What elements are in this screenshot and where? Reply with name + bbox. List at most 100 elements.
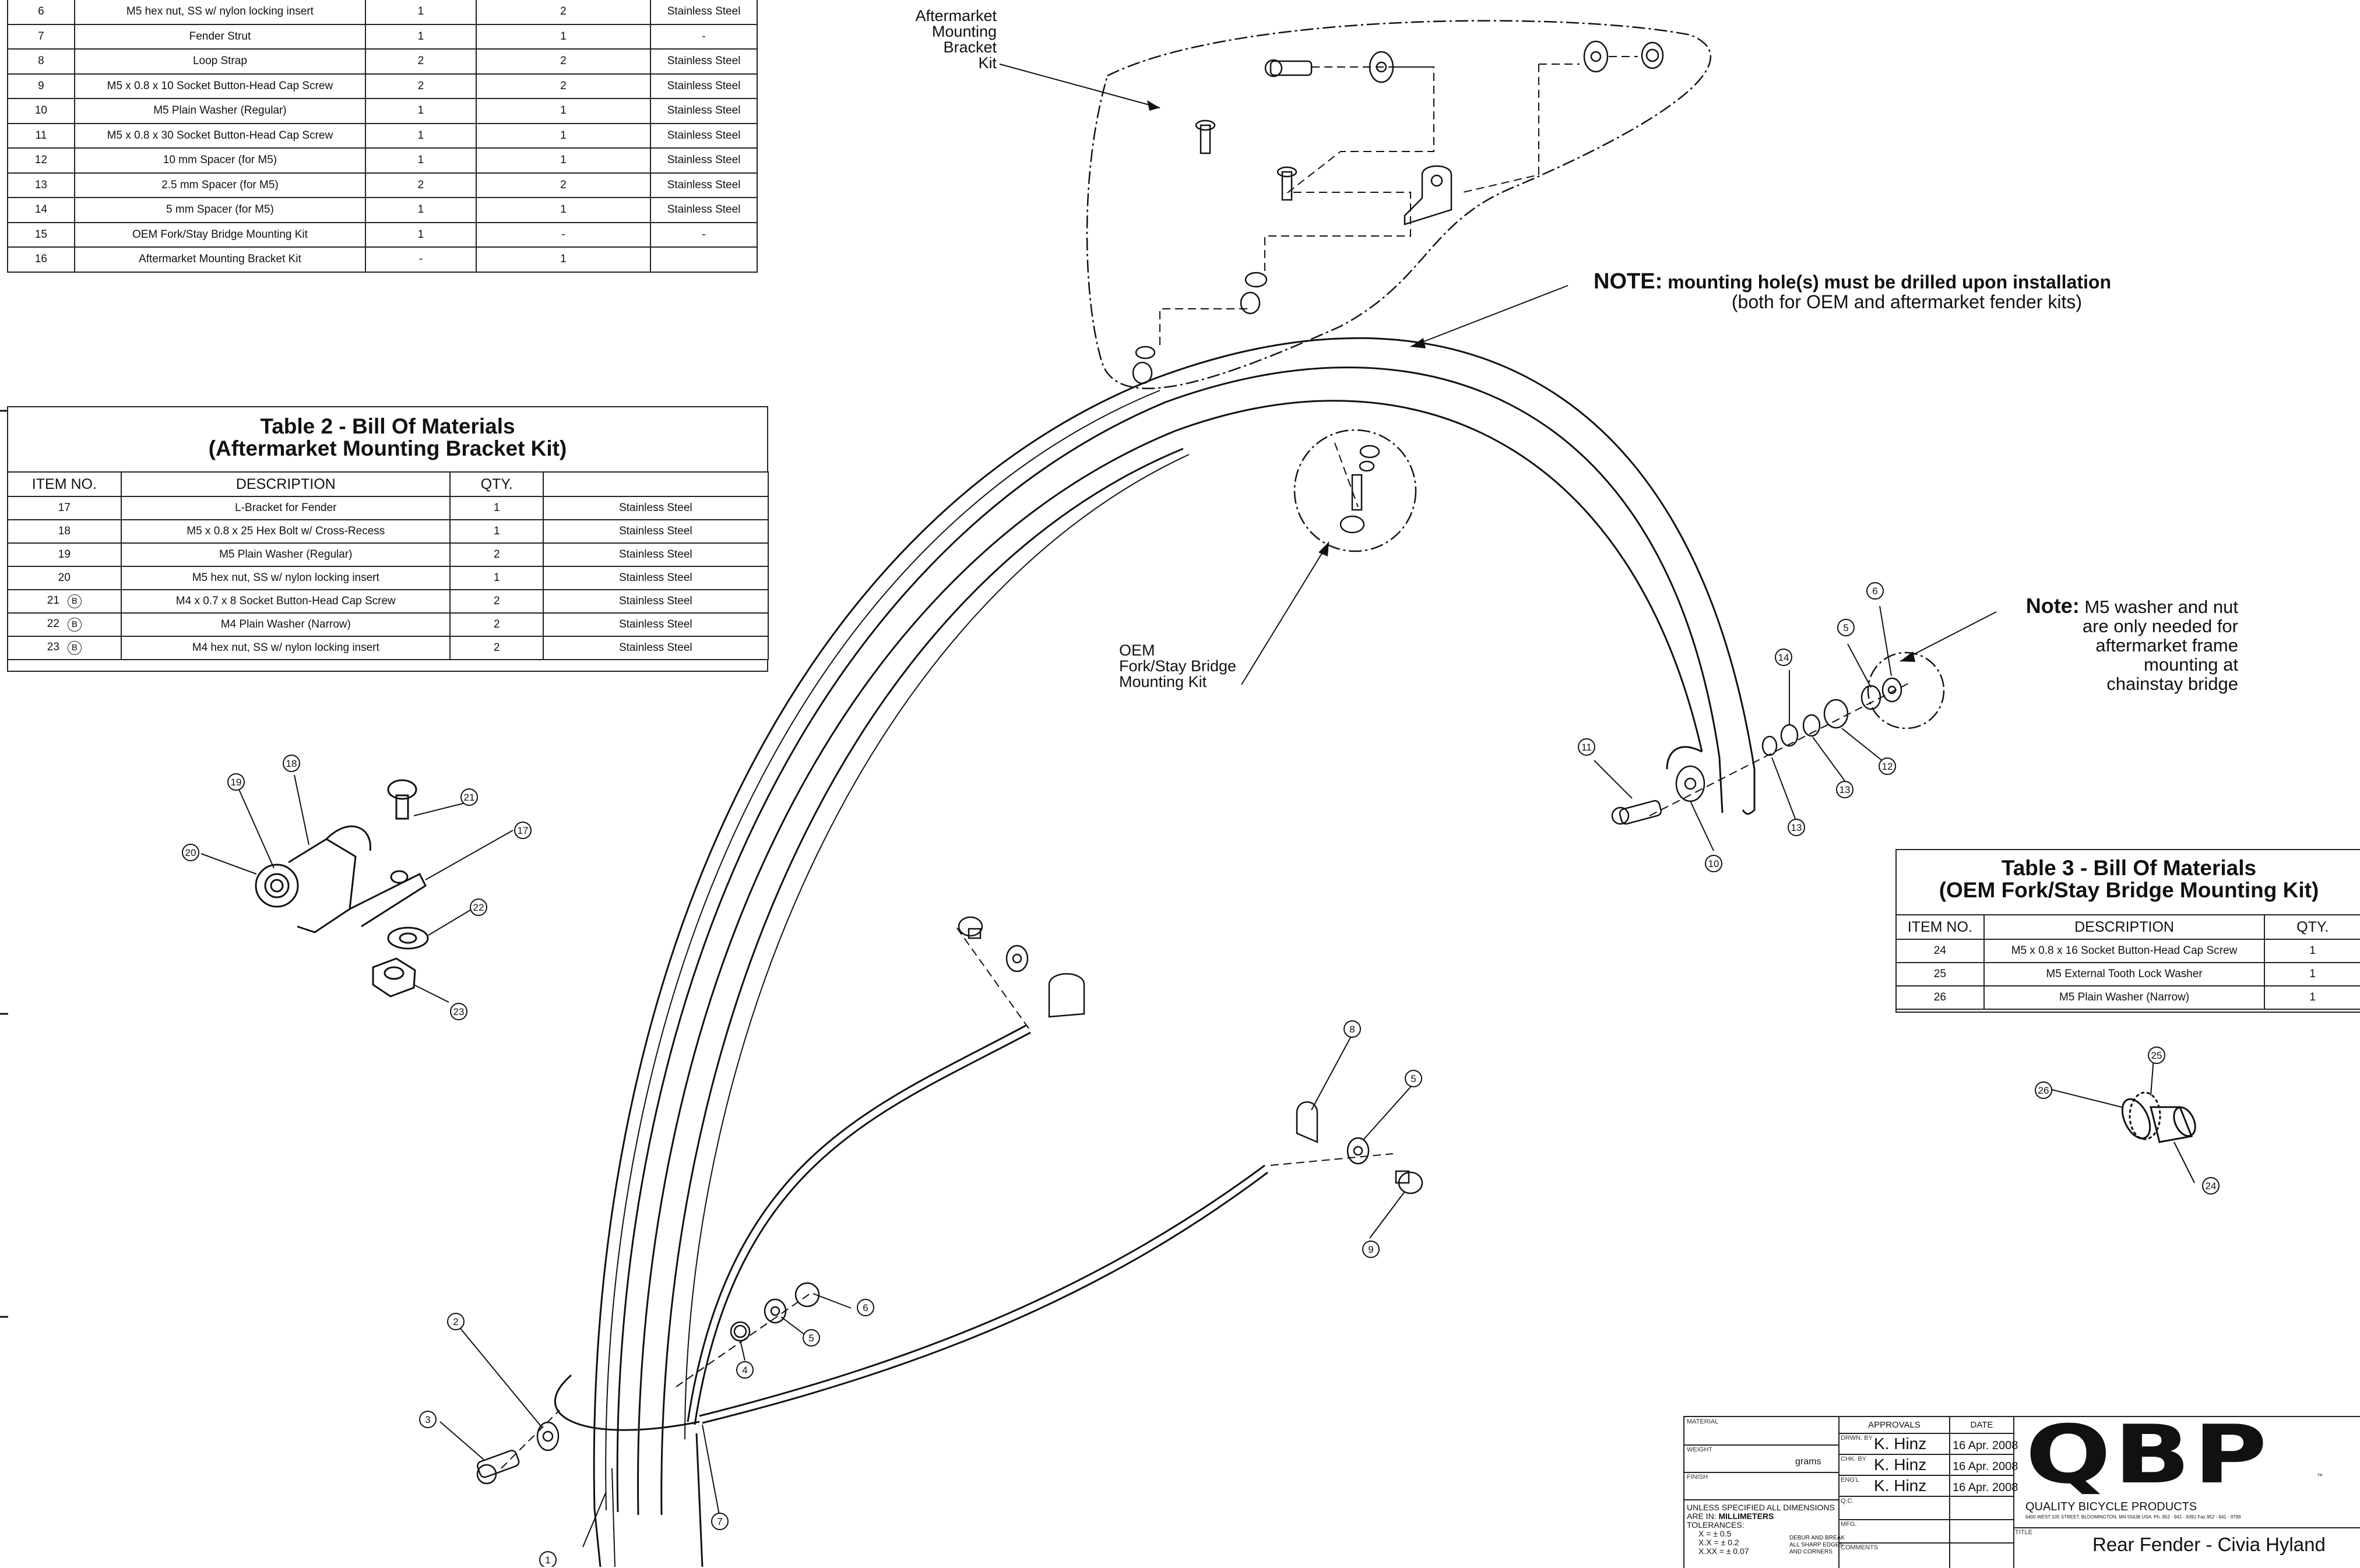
qty-aftermarket: 2 (476, 49, 650, 74)
note1-bold: NOTE: (1594, 269, 1662, 294)
callout-21: 21 (464, 792, 475, 803)
material: Stainless Steel (650, 198, 757, 223)
item-no: 14 (8, 198, 75, 223)
material: - (650, 223, 757, 248)
title-label: TITLE (2015, 1529, 2032, 1536)
quantity: 1 (450, 566, 543, 590)
callout-19: 19 (231, 777, 242, 788)
aftermarket-label-line: Bracket (886, 40, 997, 55)
drilling-note: NOTE: mounting hole(s) must be drilled u… (1569, 272, 2111, 312)
note2-line: aftermarket frame (1993, 636, 2238, 655)
table-3-title-line1: Table 3 - Bill Of Materials (1897, 857, 2360, 879)
callout-26: 26 (2038, 1085, 2049, 1096)
qty-oem: 1 (365, 24, 476, 50)
quantity: 2 (450, 590, 543, 613)
item-no-value: 21 (47, 594, 59, 607)
callout-5b: 5 (1411, 1073, 1416, 1084)
qty-aftermarket: 2 (476, 173, 650, 198)
material: Stainless Steel (543, 566, 768, 590)
description: Loop Strap (75, 49, 365, 74)
qty-aftermarket: 2 (476, 74, 650, 99)
description: Aftermarket Mounting Bracket Kit (75, 247, 365, 272)
weight-unit: grams (1795, 1457, 1821, 1467)
callout-11: 11 (1581, 742, 1592, 753)
checked-date: 16 Apr. 2008 (1953, 1460, 2018, 1474)
callout-17: 17 (518, 825, 529, 836)
note2-bold: Note: (2026, 594, 2080, 618)
tolerances: TOLERANCES: (1687, 1521, 1835, 1530)
deburr-line: AND CORNERS (1789, 1549, 1845, 1556)
item-no: 15 (8, 223, 75, 248)
column-header: DESCRIPTION (121, 472, 450, 496)
callout-25: 25 (2151, 1050, 2162, 1061)
dims-line2a: ARE IN: (1687, 1511, 1718, 1521)
dims-unit: MILLIMETERS (1718, 1511, 1774, 1521)
note2-line: are only needed for (1993, 616, 2238, 636)
qty-oem: 2 (365, 49, 476, 74)
qty-oem: 1 (365, 198, 476, 223)
aftermarket-label-line: Aftermarket (886, 8, 997, 24)
qty-aftermarket: 1 (476, 148, 650, 173)
aftermarket-label-line: Kit (886, 55, 997, 71)
note1-line1: mounting hole(s) must be drilled upon in… (1662, 272, 2111, 293)
item-no: 25 (1896, 963, 1985, 986)
column-header: ITEM NO. (8, 472, 122, 496)
qty-oem: 1 (365, 0, 476, 24)
qty-oem: 1 (365, 124, 476, 149)
item-no: 10 (8, 98, 75, 124)
qty-oem: 2 (365, 173, 476, 198)
item-no-value: 23 (47, 641, 59, 653)
table-3-title: Table 3 - Bill Of Materials (OEM Fork/St… (1897, 857, 2360, 901)
description: M5 Plain Washer (Regular) (121, 543, 450, 566)
oem-label-line: Fork/Stay Bridge (1119, 658, 1271, 674)
callout-7: 7 (717, 1516, 722, 1527)
qty-aftermarket: 2 (476, 0, 650, 24)
callout-2: 2 (453, 1316, 458, 1327)
item-no-value: 18 (58, 525, 71, 537)
callout-23: 23 (453, 1006, 465, 1017)
material: Stainless Steel (543, 520, 768, 543)
chainstay-note: Note: M5 washer and nut are only needed … (1993, 596, 2238, 693)
material: Stainless Steel (650, 98, 757, 124)
description: M4 hex nut, SS w/ nylon locking insert (121, 636, 450, 660)
note2-line: mounting at (1993, 655, 2238, 674)
eng-name: K. Hinz (1874, 1477, 1926, 1495)
callout-9: 9 (1368, 1244, 1373, 1255)
callout-5: 5 (808, 1333, 814, 1344)
item-no-value: 19 (58, 548, 71, 561)
description: Fender Strut (75, 24, 365, 50)
oem-label-line: OEM (1119, 643, 1271, 658)
description: M5 hex nut, SS w/ nylon locking insert (121, 566, 450, 590)
callout-14: 14 (1778, 652, 1789, 663)
note2-line: chainstay bridge (1993, 674, 2238, 693)
drawn-by-name: K. Hinz (1874, 1435, 1926, 1453)
quantity: 2 (450, 543, 543, 566)
item-no: 7 (8, 24, 75, 50)
item-no: 24 (1896, 939, 1985, 963)
material: Stainless Steel (543, 636, 768, 660)
checked-by-label: CHK. BY (1841, 1456, 1866, 1463)
item-no-value: 22 (47, 618, 59, 630)
item-no: 9 (8, 74, 75, 99)
callout-3: 3 (425, 1414, 430, 1425)
company-address: 6400 WEST 105 STREET, BLOOMINGTON, MN 55… (2025, 1514, 2241, 1520)
material-label: MATERIAL (1687, 1418, 1718, 1425)
callout-13: 13 (1791, 822, 1802, 833)
quantity: 1 (2264, 986, 2360, 1009)
note-marker-icon: B (68, 641, 82, 655)
qty-oem: 2 (365, 74, 476, 99)
material (650, 247, 757, 272)
item-no: 18 (8, 520, 122, 543)
